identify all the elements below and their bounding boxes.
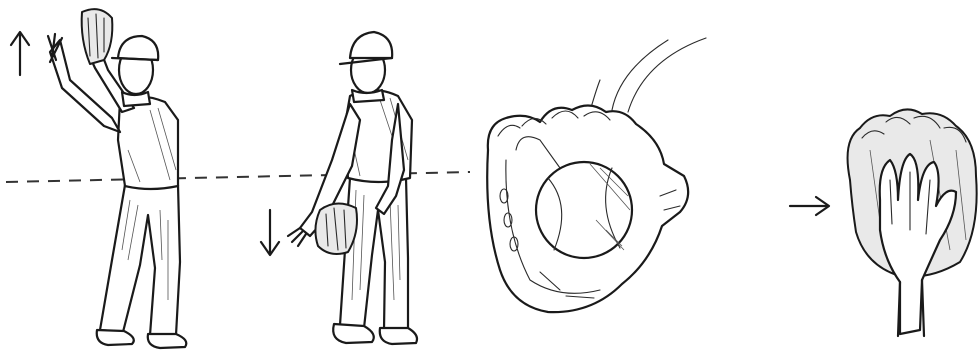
up-arrow — [11, 32, 29, 75]
cover-ball-with-hand — [848, 109, 977, 336]
ball-in-glove — [487, 38, 706, 312]
down-arrow — [261, 210, 279, 255]
right-arrow — [790, 197, 829, 215]
figure-high-catch — [48, 9, 186, 348]
figure-low-catch — [288, 32, 417, 344]
